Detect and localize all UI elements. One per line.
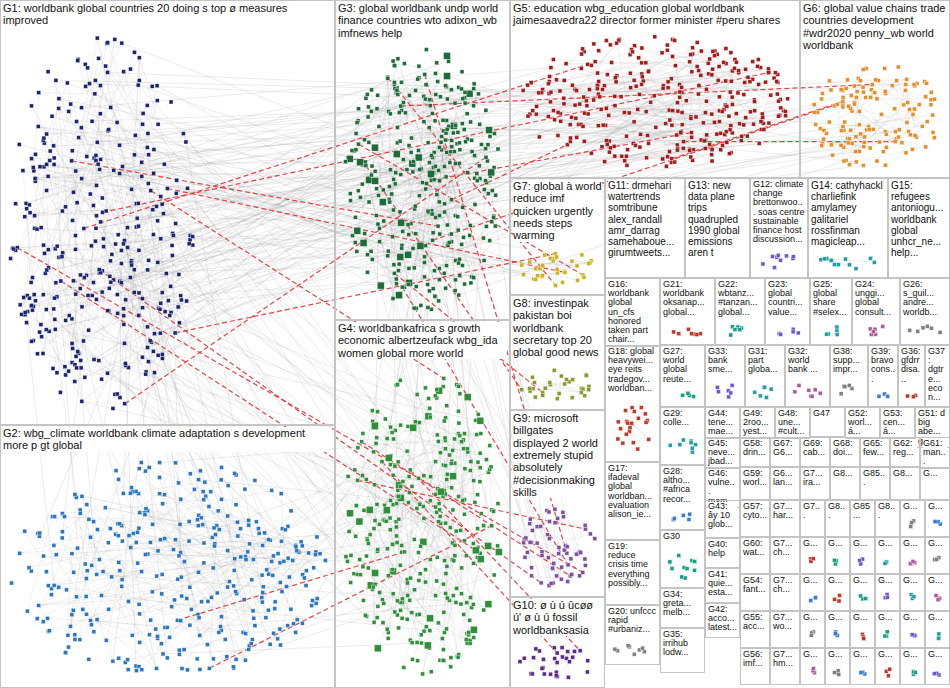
graph-canvas: G1: worldbank global countries 20 doing … <box>0 0 950 688</box>
